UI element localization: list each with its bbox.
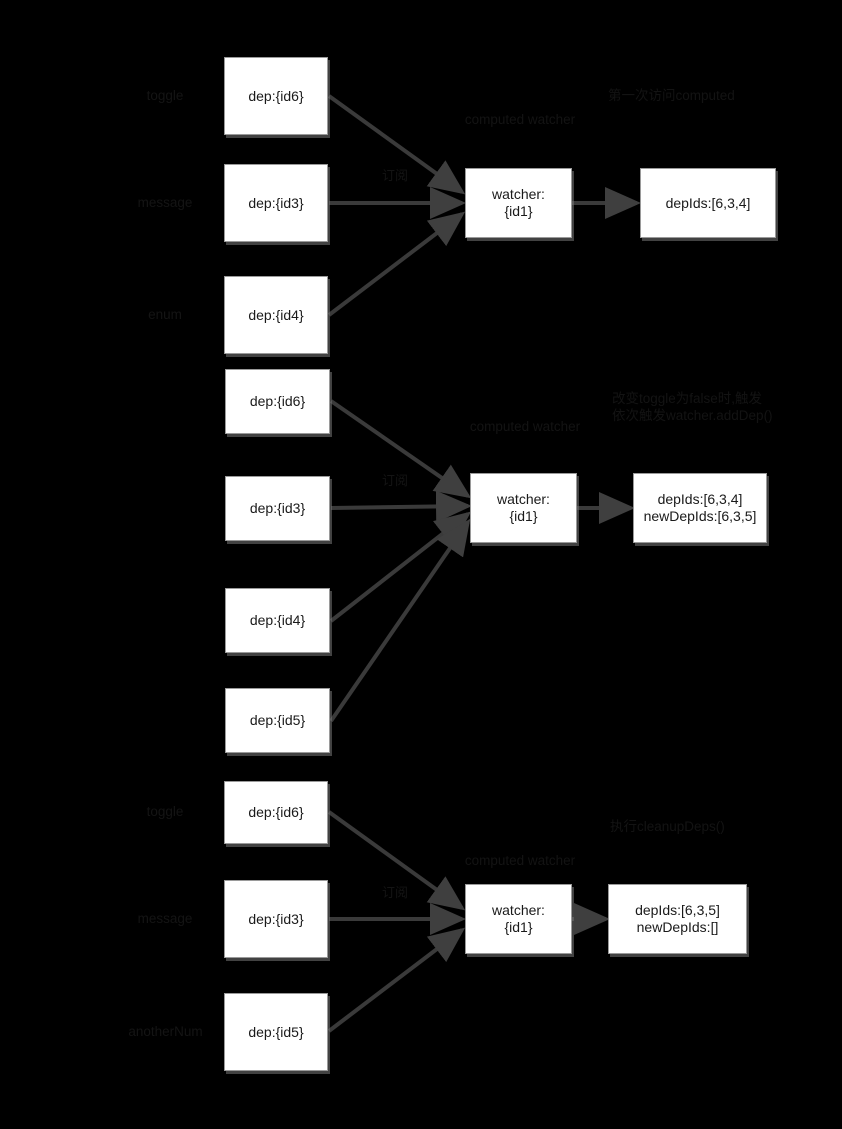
dep-node[interactable]: dep:{id6} <box>224 57 328 135</box>
watcher-node[interactable]: watcher: {id1} <box>470 473 577 543</box>
watcher-node[interactable]: watcher: {id1} <box>465 168 572 238</box>
watcher-node-label: watcher: {id1} <box>492 186 545 219</box>
result-node-label: depIds:[6,3,4] newDepIds:[6,3,5] <box>643 491 757 524</box>
dep-node-label: dep:{id3} <box>248 910 304 927</box>
dep-node-label: dep:{id6} <box>249 393 306 409</box>
dep-node[interactable]: dep:{id5} <box>225 688 330 753</box>
dep-node[interactable]: dep:{id3} <box>224 880 328 958</box>
dep-node-label: dep:{id6} <box>248 87 304 104</box>
result-node[interactable]: depIds:[6,3,5] newDepIds:[] <box>608 884 747 954</box>
dep-node-label: dep:{id4} <box>249 612 306 628</box>
dep-node-label: dep:{id3} <box>248 194 304 211</box>
dep-node-label: dep:{id5} <box>248 1023 304 1040</box>
dep-node-label: dep:{id5} <box>249 712 306 728</box>
result-node[interactable]: depIds:[6,3,4] newDepIds:[6,3,5] <box>633 473 767 543</box>
dep-node-label: dep:{id3} <box>249 500 306 516</box>
dep-node[interactable]: dep:{id6} <box>224 781 328 844</box>
result-node-label: depIds:[6,3,5] newDepIds:[] <box>635 902 720 935</box>
dep-node[interactable]: dep:{id3} <box>224 164 328 242</box>
dep-node[interactable]: dep:{id3} <box>225 476 330 541</box>
dep-node[interactable]: dep:{id4} <box>224 276 328 354</box>
dep-node-label: dep:{id4} <box>248 306 304 323</box>
result-node[interactable]: depIds:[6,3,4] <box>640 168 776 238</box>
watcher-node-label: watcher: {id1} <box>497 491 550 524</box>
dep-node[interactable]: dep:{id5} <box>224 993 328 1071</box>
dep-node-label: dep:{id6} <box>248 804 304 820</box>
dep-node[interactable]: dep:{id6} <box>225 369 330 434</box>
dep-node[interactable]: dep:{id4} <box>225 588 330 653</box>
result-node-label: depIds:[6,3,4] <box>665 194 751 211</box>
watcher-node[interactable]: watcher: {id1} <box>465 884 572 954</box>
watcher-node-label: watcher: {id1} <box>492 902 545 935</box>
